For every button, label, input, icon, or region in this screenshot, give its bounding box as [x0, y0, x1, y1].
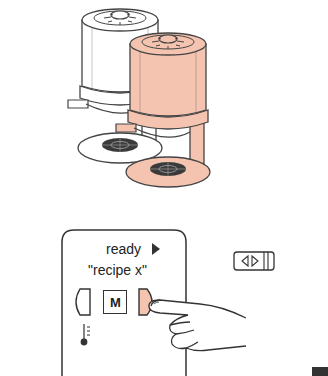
ready-arrow	[152, 243, 160, 255]
control-panel: ready "recipe x" M	[62, 230, 186, 376]
hand	[149, 300, 246, 351]
device-pink	[116, 33, 210, 187]
arrows-icon	[234, 252, 274, 270]
left-button	[76, 289, 90, 315]
button-label: M	[110, 295, 121, 310]
mode-button: M	[103, 290, 127, 314]
page-mark	[312, 367, 328, 376]
status-text: ready	[106, 241, 141, 257]
thermometer-icon	[81, 324, 90, 345]
recipe-text: "recipe x"	[88, 262, 147, 278]
